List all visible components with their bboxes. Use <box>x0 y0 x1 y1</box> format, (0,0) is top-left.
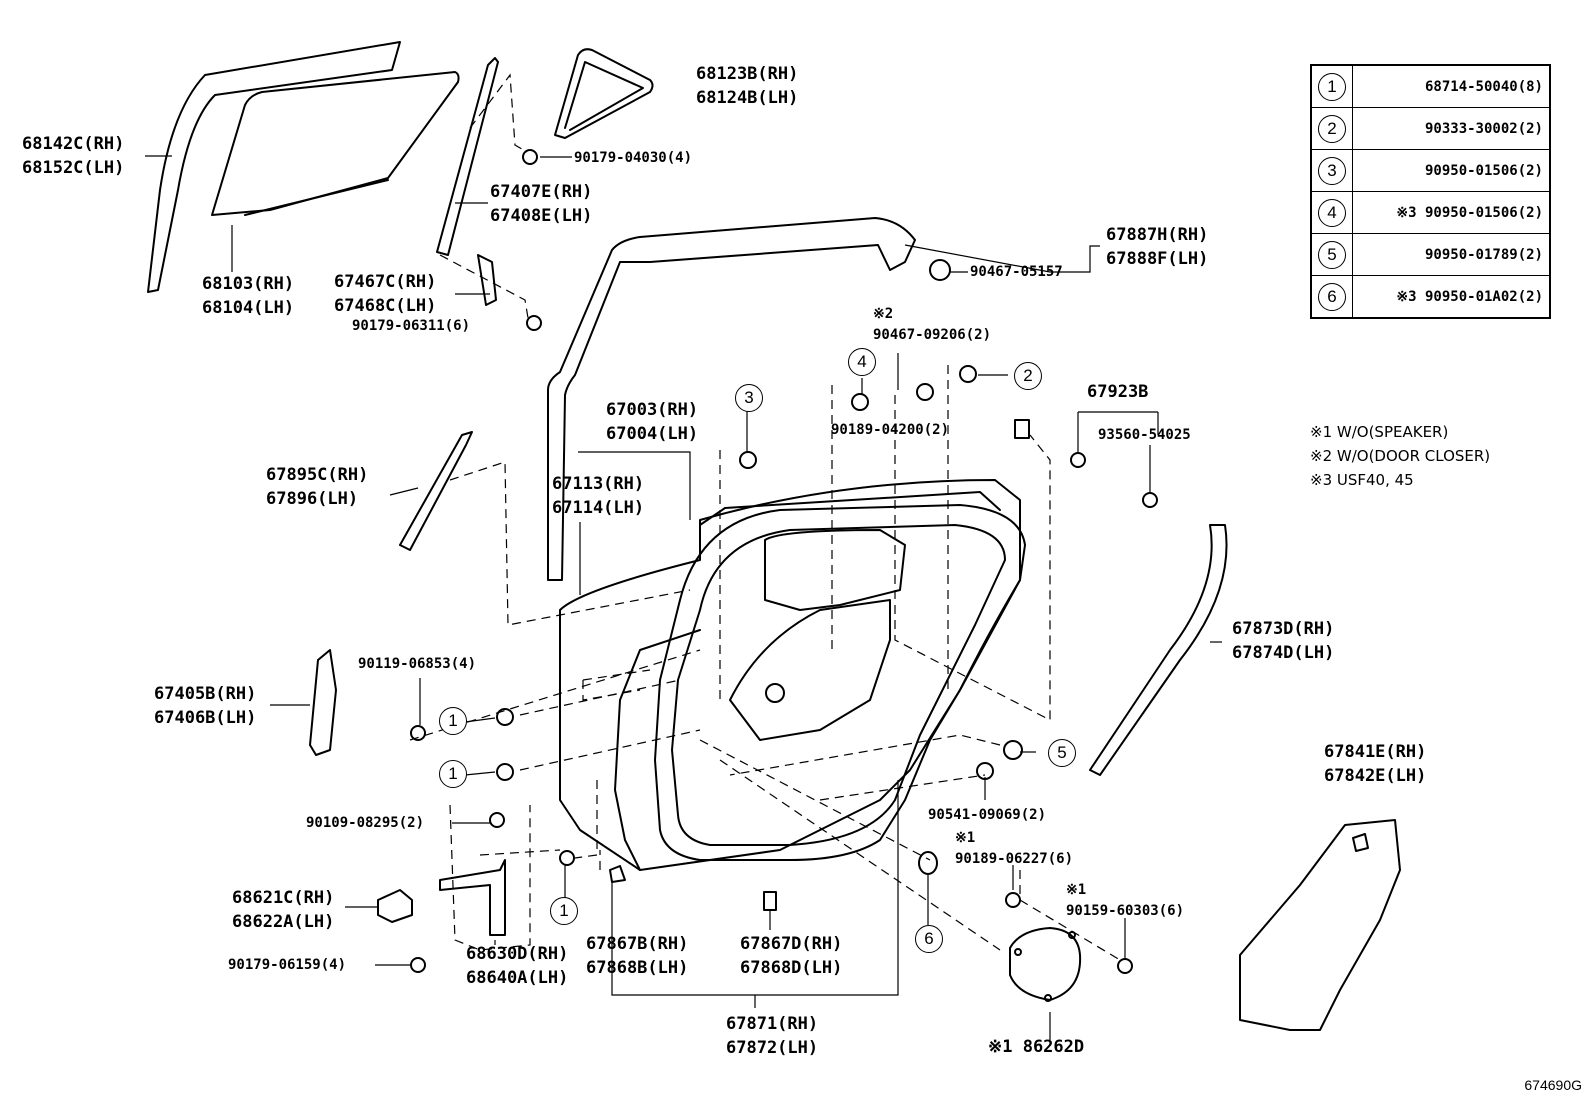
legend-key: 5 <box>1318 240 1346 269</box>
part-label-90119-06853: 90119-06853(4) <box>358 656 477 672</box>
legend-key: 6 <box>1318 282 1346 311</box>
callout-1-middle: 1 <box>439 760 467 788</box>
footnote: ※2 W/O(DOOR CLOSER) <box>1310 447 1491 465</box>
part-label-67923b: 67923B <box>1087 382 1149 402</box>
legend-key: 4 <box>1318 198 1346 227</box>
legend-part: ※3 90950-01A02(2) <box>1352 275 1551 319</box>
legend-part: 90950-01789(2) <box>1352 233 1551 276</box>
part-label-90467-05157: 90467-05157 <box>970 264 1063 280</box>
callout-5: 5 <box>1048 739 1076 767</box>
part-label-90109-08295: 90109-08295(2) <box>306 815 425 831</box>
part-label-67841e: 67841E(RH) 67842E(LH) <box>1324 742 1427 786</box>
part-label-90541-09069: 90541-09069(2) <box>928 807 1047 823</box>
part-label-67867d: 67867D(RH) 67868D(LH) <box>740 934 843 978</box>
part-label-67407e: 67407E(RH) 67408E(LH) <box>490 182 593 226</box>
door-glass <box>211 71 460 216</box>
callout-1-upper: 1 <box>439 707 467 735</box>
callout-3: 3 <box>735 384 763 412</box>
upper-weatherstrip <box>547 217 916 581</box>
legend-part: ※3 90950-01506(2) <box>1352 191 1551 234</box>
part-label-67003: 67003(RH) 67004(LH) <box>606 400 699 444</box>
note-mark-90159-60303: ※1 <box>1066 882 1087 898</box>
part-label-90189-06227: 90189-06227(6) <box>955 851 1074 867</box>
part-label-67867b: 67867B(RH) 67868B(LH) <box>586 934 689 978</box>
callout-6: 6 <box>915 925 943 953</box>
part-label-67467c: 67467C(RH) 67468C(LH) <box>334 272 437 316</box>
legend-part: 68714-50040(8) <box>1352 64 1551 108</box>
part-label-90179-06311: 90179-06311(6) <box>352 318 471 334</box>
division-bar <box>436 57 499 256</box>
note-mark-90189-06227: ※1 <box>955 830 976 846</box>
legend-row: 2 90333-30002(2) <box>1310 107 1551 150</box>
outer-weatherstrip <box>1089 524 1228 776</box>
legend-row: 4 ※3 90950-01506(2) <box>1310 191 1551 234</box>
footnotes: ※1 W/O(SPEAKER) ※2 W/O(DOOR CLOSER) ※3 U… <box>1310 420 1490 492</box>
part-label-68103: 68103(RH) 68104(LH) <box>202 274 295 318</box>
window-regulator <box>309 649 337 756</box>
part-label-68630d: 68630D(RH) 68640A(LH) <box>466 944 569 988</box>
belt-moulding <box>399 431 473 551</box>
callout-1-lower: 1 <box>550 897 578 925</box>
glass-run-channel <box>147 41 401 293</box>
figure-code: 674690G <box>1524 1077 1582 1093</box>
speaker-cover <box>1009 927 1082 1001</box>
legend-row: 6 ※3 90950-01A02(2) <box>1310 275 1551 319</box>
footnote: ※3 USF40, 45 <box>1310 471 1414 489</box>
part-label-93560-54025: 93560-54025 <box>1098 427 1191 443</box>
part-label-68621c: 68621C(RH) 68622A(LH) <box>232 888 335 932</box>
part-label-67113: 67113(RH) 67114(LH) <box>552 474 645 518</box>
part-label-90159-60303: 90159-60303(6) <box>1066 903 1185 919</box>
legend-key: 2 <box>1318 114 1346 143</box>
part-label-90179-04030: 90179-04030(4) <box>574 150 693 166</box>
legend-row: 1 68714-50040(8) <box>1310 64 1551 108</box>
legend-row: 5 90950-01789(2) <box>1310 233 1551 276</box>
part-label-86262d: ※1 86262D <box>988 1037 1085 1057</box>
part-label-90179-06159: 90179-06159(4) <box>228 957 347 973</box>
part-label-67895c: 67895C(RH) 67896(LH) <box>266 465 369 509</box>
quarter-glass <box>554 48 654 139</box>
legend-part: 90333-30002(2) <box>1352 107 1551 150</box>
note-mark-90467-09206: ※2 <box>873 306 894 322</box>
part-label-68142c: 68142C(RH) 68152C(LH) <box>22 134 125 178</box>
service-hole-cover <box>1239 819 1401 1031</box>
part-label-67405b: 67405B(RH) 67406B(LH) <box>154 684 257 728</box>
door-check <box>439 859 506 936</box>
service-hole <box>764 529 906 611</box>
part-label-67887h: 67887H(RH) 67888F(LH) <box>1106 225 1209 269</box>
legend-key: 1 <box>1318 72 1346 101</box>
part-label-67871: 67871(RH) 67872(LH) <box>726 1014 819 1058</box>
callout-legend-table: 1 68714-50040(8) 2 90333-30002(2) 3 9095… <box>1310 64 1551 319</box>
legend-row: 3 90950-01506(2) <box>1310 149 1551 192</box>
part-label-90189-04200: 90189-04200(2) <box>831 422 950 438</box>
door-weatherstrip <box>654 504 1026 861</box>
legend-key: 3 <box>1318 156 1346 185</box>
part-label-68123b: 68123B(RH) 68124B(LH) <box>696 64 799 108</box>
callout-2: 2 <box>1014 362 1042 390</box>
footnote: ※1 W/O(SPEAKER) <box>1310 423 1449 441</box>
part-label-90467-09206: 90467-09206(2) <box>873 327 992 343</box>
part-label-67873d: 67873D(RH) 67874D(LH) <box>1232 619 1335 663</box>
door-panel <box>559 479 1021 871</box>
legend-part: 90950-01506(2) <box>1352 149 1551 192</box>
callout-4: 4 <box>848 348 876 376</box>
